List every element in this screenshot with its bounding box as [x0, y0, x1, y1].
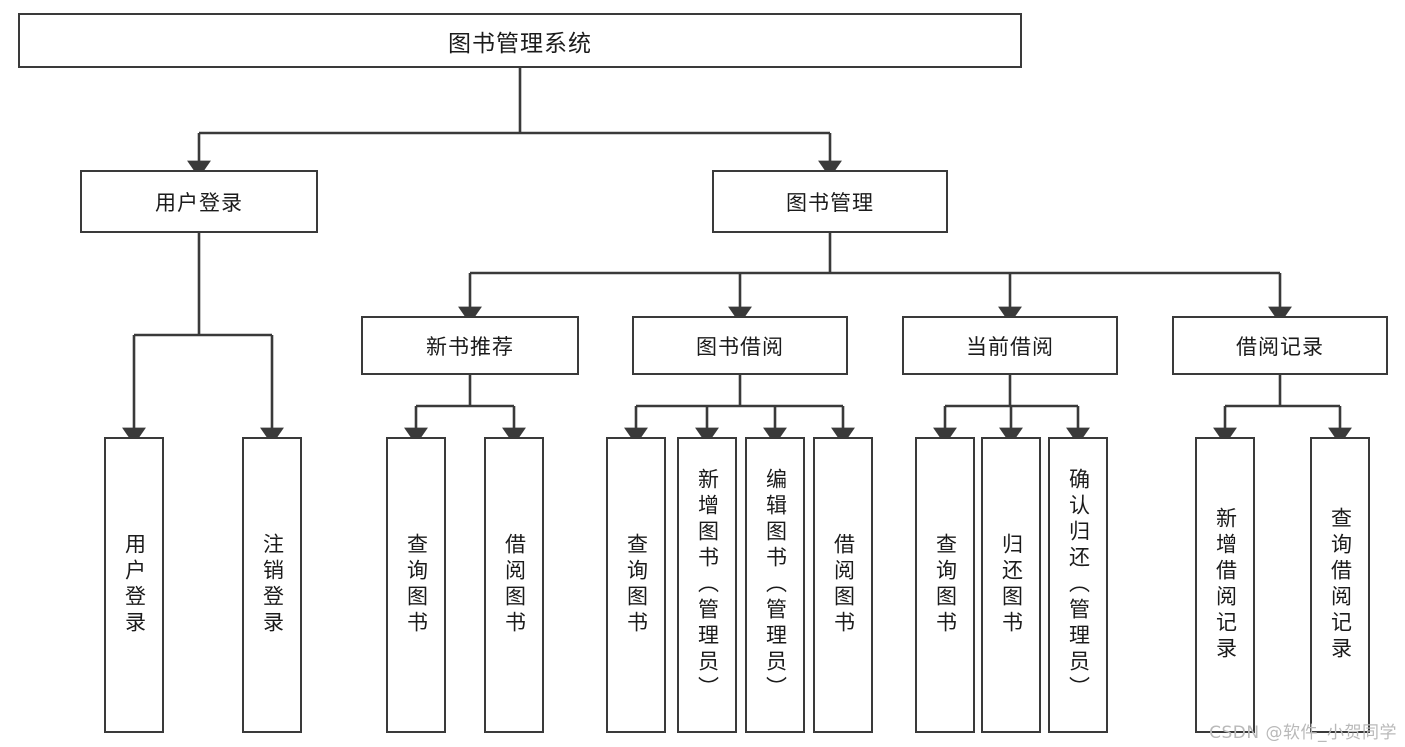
node-leaf-borrow-query-book[interactable]: 查询图书 — [606, 437, 666, 733]
node-root[interactable]: 图书管理系统 — [18, 13, 1022, 68]
node-label: 图书管理 — [786, 190, 874, 215]
node-label: 归还图书 — [999, 533, 1024, 637]
node-leaf-rec-query-book[interactable]: 查询图书 — [386, 437, 446, 733]
node-leaf-user-logout[interactable]: 注销登录 — [242, 437, 302, 733]
node-leaf-borrow-edit-book[interactable]: 编辑图书（管理员） — [745, 437, 805, 733]
node-label: 当前借阅 — [966, 334, 1054, 359]
node-borrow-record[interactable]: 借阅记录 — [1172, 316, 1388, 375]
node-label: 图书管理系统 — [448, 30, 592, 57]
node-book-borrow[interactable]: 图书借阅 — [632, 316, 848, 375]
node-label: 新书推荐 — [426, 334, 514, 359]
node-label: 查询借阅记录 — [1328, 507, 1353, 663]
node-user-login[interactable]: 用户登录 — [80, 170, 318, 233]
node-leaf-borrow-borrow-book[interactable]: 借阅图书 — [813, 437, 873, 733]
node-label: 查询图书 — [624, 533, 649, 637]
node-leaf-current-query-book[interactable]: 查询图书 — [915, 437, 975, 733]
node-label: 确认归还（管理员） — [1066, 468, 1091, 702]
node-label: 注销登录 — [260, 533, 285, 637]
node-label: 查询图书 — [933, 533, 958, 637]
node-new-book-rec[interactable]: 新书推荐 — [361, 316, 579, 375]
node-label: 用户登录 — [122, 533, 147, 637]
node-label: 图书借阅 — [696, 334, 784, 359]
node-leaf-rec-borrow-book[interactable]: 借阅图书 — [484, 437, 544, 733]
node-label: 借阅图书 — [502, 533, 527, 637]
node-label: 编辑图书（管理员） — [763, 468, 788, 702]
node-book-manage[interactable]: 图书管理 — [712, 170, 948, 233]
node-leaf-record-add[interactable]: 新增借阅记录 — [1195, 437, 1255, 733]
node-leaf-user-login[interactable]: 用户登录 — [104, 437, 164, 733]
node-leaf-record-query[interactable]: 查询借阅记录 — [1310, 437, 1370, 733]
node-current-borrow[interactable]: 当前借阅 — [902, 316, 1118, 375]
node-leaf-borrow-add-book[interactable]: 新增图书（管理员） — [677, 437, 737, 733]
csdn-watermark: CSDN @软件_小贺同学 — [1209, 723, 1397, 743]
node-label: 借阅记录 — [1236, 334, 1324, 359]
node-leaf-current-confirm-return[interactable]: 确认归还（管理员） — [1048, 437, 1108, 733]
node-label: 借阅图书 — [831, 533, 856, 637]
node-label: 查询图书 — [404, 533, 429, 637]
node-label: 新增图书（管理员） — [695, 468, 720, 702]
node-label: 新增借阅记录 — [1213, 507, 1238, 663]
node-label: 用户登录 — [155, 190, 243, 215]
node-leaf-current-return-book[interactable]: 归还图书 — [981, 437, 1041, 733]
